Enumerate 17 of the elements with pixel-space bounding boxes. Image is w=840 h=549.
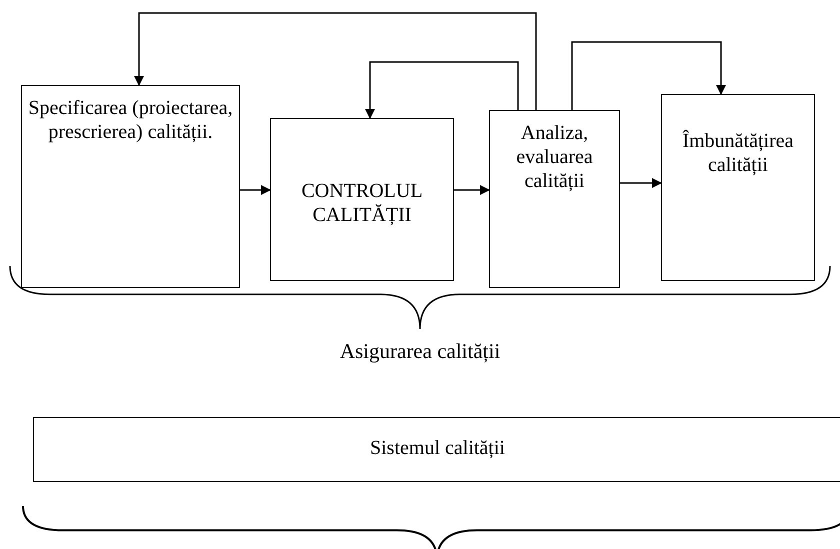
system-band (33, 417, 840, 482)
process-box (270, 118, 454, 281)
process-box (21, 85, 240, 288)
arrow (620, 178, 662, 188)
arrow (365, 61, 519, 119)
arrow (134, 12, 537, 110)
box-label: Îmbunătățirea calității (681, 129, 795, 177)
box-label: Sistemul calității (369, 436, 506, 460)
brace-label: Asigurarea calității (340, 339, 500, 364)
arrow (454, 185, 490, 195)
process-box (489, 110, 620, 288)
arrow (240, 185, 271, 195)
arrow (571, 41, 726, 110)
process-box (661, 94, 815, 281)
box-label: Analiza, evaluarea calității (515, 121, 594, 193)
box-label: CONTROLUL CALITĂȚII (300, 179, 424, 227)
box-label: Specificarea (proiectarea, prescrierea) calității. (27, 96, 234, 144)
